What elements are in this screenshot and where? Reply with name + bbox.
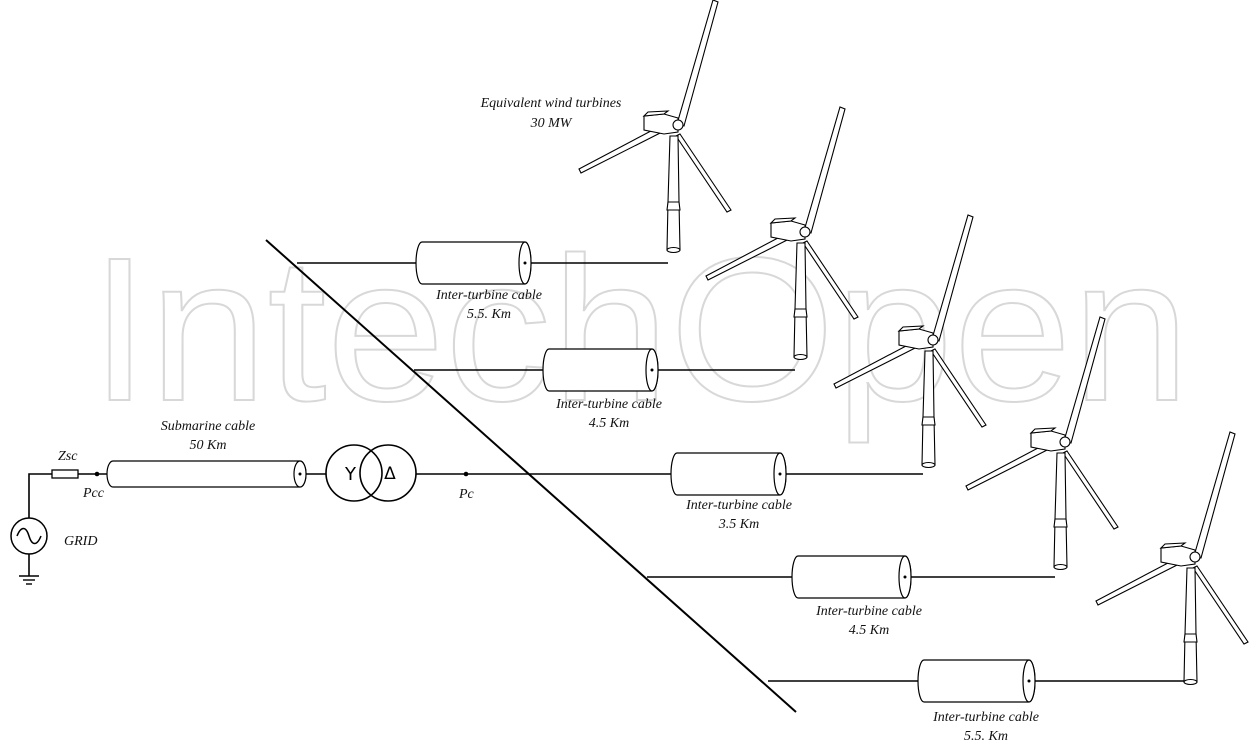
feeder-3-cable-length: 3.5 Km xyxy=(718,517,759,532)
feeder-5 xyxy=(768,431,1249,703)
zsc-label: Zsc xyxy=(58,449,78,464)
transformer-delta-symbol: Δ xyxy=(384,464,396,484)
feeder-2-cable-length: 4.5 Km xyxy=(589,416,629,431)
transformer-icon xyxy=(325,444,417,502)
wind-farm-rating: 30 MW xyxy=(530,116,573,131)
feeder-1 xyxy=(297,0,732,285)
wind-farm-title: Equivalent wind turbines xyxy=(480,96,622,111)
feeder-3-cable-label: Inter-turbine cable xyxy=(685,498,792,513)
impedance-zsc xyxy=(51,469,79,479)
feeder-3 xyxy=(670,214,987,496)
pcc-label: Pcc xyxy=(82,486,105,501)
feeder-2-cable-label: Inter-turbine cable xyxy=(555,397,662,412)
feeder-4-cable-length: 4.5 Km xyxy=(849,623,889,638)
feeder-1-cable-label: Inter-turbine cable xyxy=(435,288,542,303)
pc-label: Pc xyxy=(458,487,475,502)
pc-node xyxy=(463,471,469,477)
feeder-4-cable-label: Inter-turbine cable xyxy=(815,604,922,619)
transformer-wye-symbol: Y xyxy=(344,464,357,485)
wind-turbine-5-icon xyxy=(1095,431,1249,686)
submarine-cable-length: 50 Km xyxy=(190,438,227,453)
pcc-node xyxy=(94,471,100,477)
ground-icon xyxy=(19,554,39,585)
feeder-4 xyxy=(647,316,1119,599)
feeder-2 xyxy=(414,106,859,392)
grid-wire xyxy=(28,473,52,518)
collector-bus-line xyxy=(265,239,797,713)
grid-label: GRID xyxy=(64,534,97,549)
watermark-logo: IntechOpen xyxy=(90,215,1190,444)
feeder-1-cable-length: 5.5. Km xyxy=(467,307,511,322)
grid-source xyxy=(10,517,48,555)
submarine-cable xyxy=(106,460,307,488)
feeder-5-cable-label: Inter-turbine cable xyxy=(932,710,1039,725)
feeder-5-cable-length: 5.5. Km xyxy=(964,729,1008,744)
submarine-cable-title: Submarine cable xyxy=(161,419,255,434)
